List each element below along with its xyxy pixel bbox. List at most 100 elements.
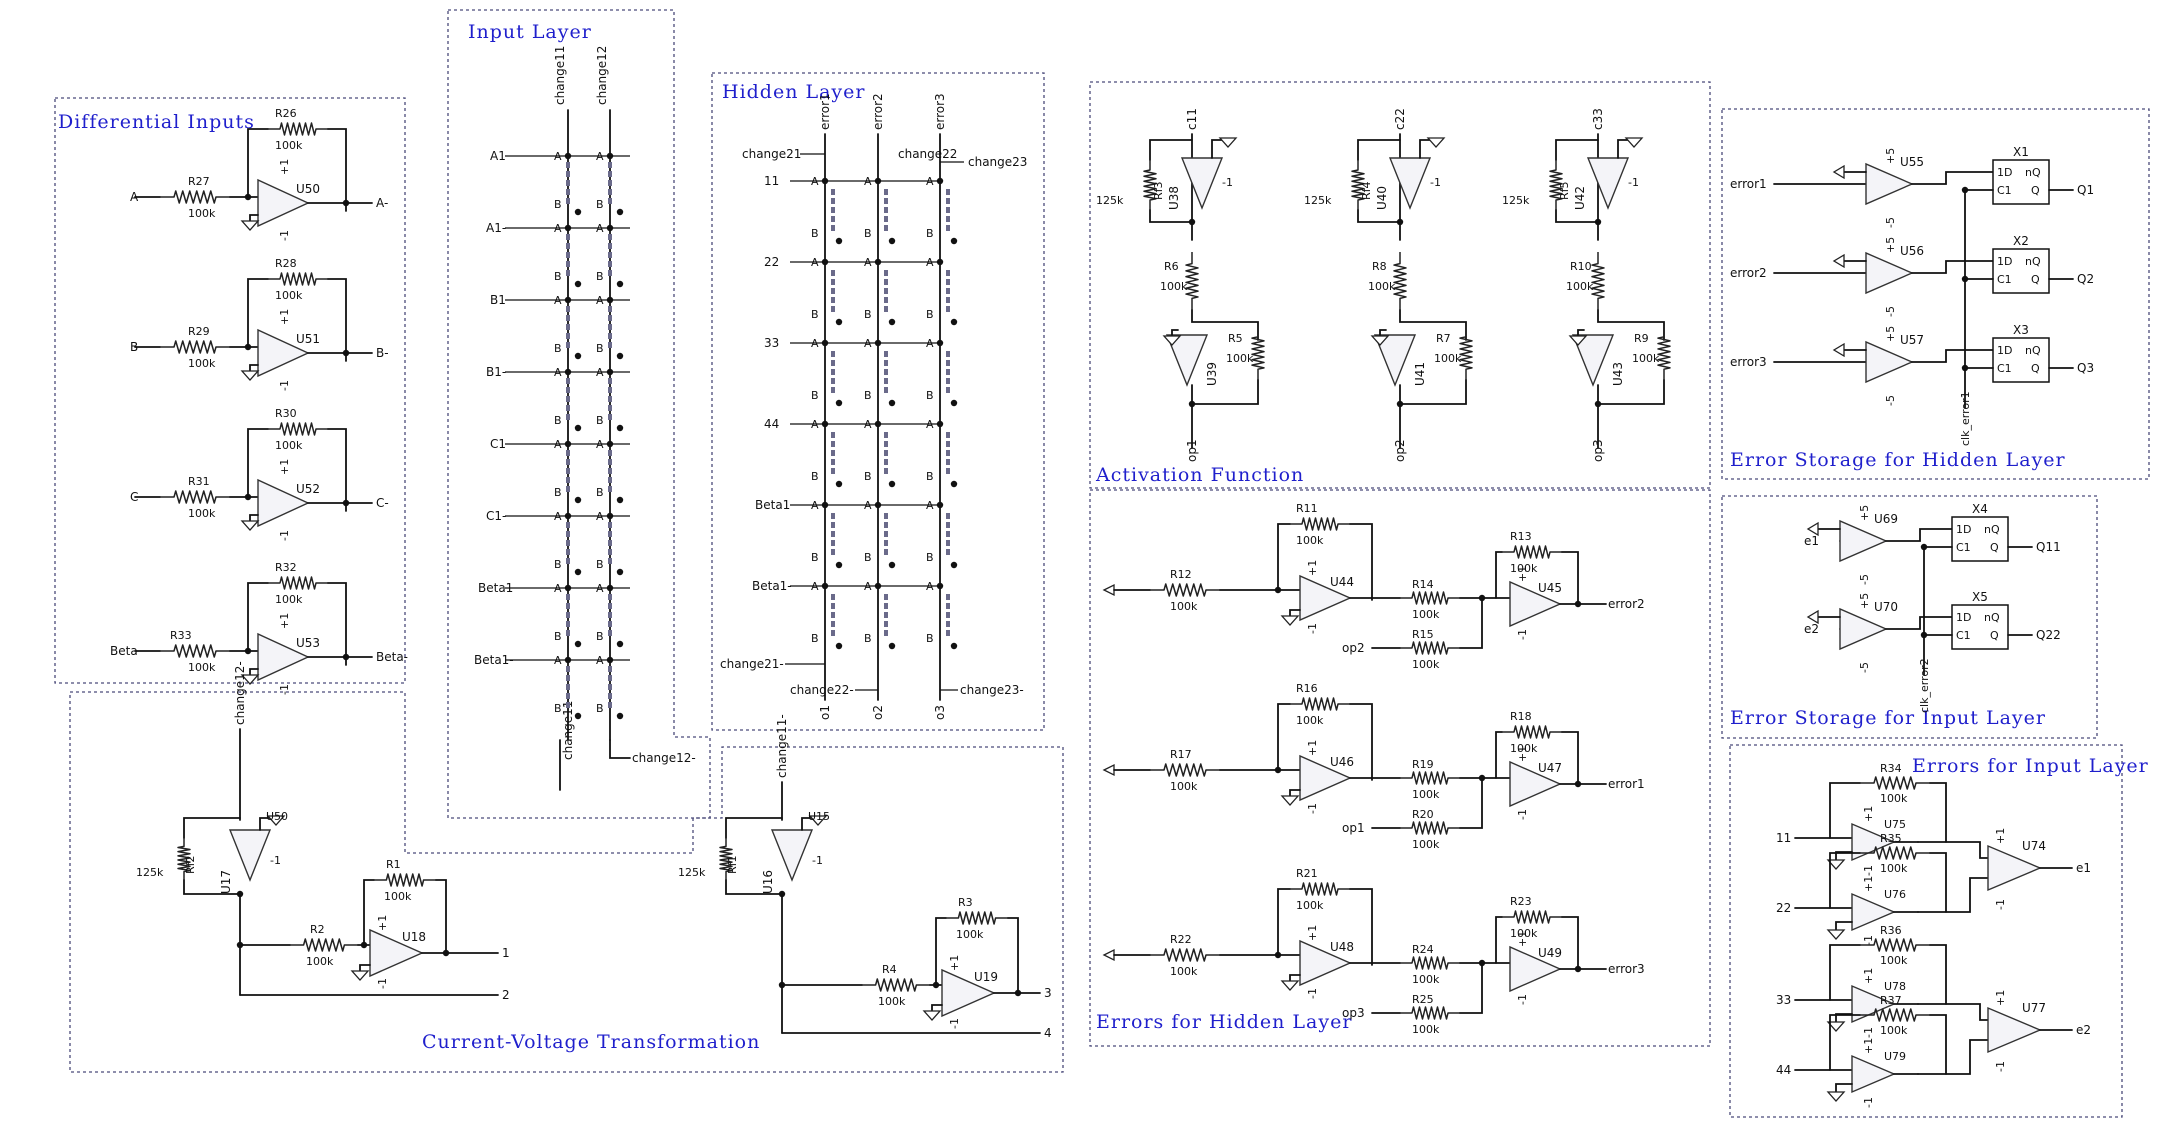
ground-icon — [240, 674, 260, 685]
ground-icon — [808, 815, 828, 826]
wire — [327, 582, 347, 666]
pin-label: Q — [2031, 362, 2040, 375]
flip-flop-label: X3 — [2013, 323, 2029, 337]
column-label: error1 — [818, 93, 832, 130]
pin-label: B — [926, 470, 934, 483]
resistor-label: Rf1 — [726, 855, 739, 874]
resistor-value: 100k — [1880, 954, 1908, 967]
resistor-label: R19 — [1412, 758, 1434, 771]
resistor-label: R36 — [1880, 924, 1902, 937]
junction — [874, 420, 882, 428]
wire — [247, 582, 269, 652]
resistor — [1351, 160, 1365, 210]
pin-label: -1 — [278, 684, 291, 695]
pin-label: B — [596, 198, 604, 211]
junction — [606, 656, 614, 664]
wire — [1911, 171, 1994, 185]
resistor-value: 100k — [1510, 742, 1538, 755]
resistor-value: 100k — [878, 995, 906, 1008]
output-label: error3 — [1608, 962, 1645, 976]
pin-label: -5 — [1884, 306, 1897, 317]
resistor-value: 100k — [1170, 780, 1198, 793]
pin-label: A — [811, 337, 819, 350]
pin-label: A — [596, 222, 604, 235]
junction — [616, 640, 624, 648]
pin-label: A — [554, 294, 562, 307]
resistor-value: 125k — [1304, 194, 1332, 207]
pin-label: B — [926, 632, 934, 645]
pin-label: A — [926, 175, 934, 188]
row-label: Beta1- — [474, 653, 514, 667]
pin-label: A — [554, 150, 562, 163]
pin-label: A — [926, 418, 934, 431]
junction — [835, 399, 843, 407]
pin-label: +5 — [1884, 326, 1897, 342]
output-label: B- — [376, 346, 389, 360]
resistor — [1185, 252, 1199, 310]
row-label: Beta1 — [755, 498, 790, 512]
box-current-voltage — [69, 691, 1064, 1073]
errors-hidden-circuit: R12100kR11100kU44+1-1R14100kop2R15100kR1… — [1102, 502, 1645, 1036]
resistor — [1290, 517, 1350, 531]
resistor-value: 100k — [956, 928, 984, 941]
title-input-layer: Input Layer — [468, 21, 592, 43]
flip-flop-icon — [1951, 604, 2009, 650]
opamp-icon — [257, 632, 310, 682]
column-label: change12- — [632, 751, 696, 765]
flip-flop-icon — [1992, 248, 2050, 294]
wire — [1835, 1013, 1853, 1023]
pin-label: -1 — [812, 854, 823, 867]
pin-label: Q — [2031, 184, 2040, 197]
resistor — [160, 340, 230, 354]
resistor-label: R29 — [188, 325, 210, 338]
junction — [606, 368, 614, 376]
opamp-icon — [1299, 939, 1352, 987]
opamp-label: U78 — [1884, 980, 1906, 993]
wire — [1835, 1083, 1853, 1093]
opamp-icon — [1851, 984, 1896, 1024]
resistor — [862, 978, 930, 992]
junction — [616, 496, 624, 504]
wire — [1277, 703, 1291, 771]
resistor-label: R18 — [1510, 710, 1532, 723]
junction — [1014, 989, 1022, 997]
pin-label: +1 — [1516, 931, 1529, 947]
opamp-label: U74 — [2022, 839, 2046, 853]
opamp-label: U47 — [1538, 761, 1562, 775]
pin-label: B — [596, 630, 604, 643]
pin-label: A — [596, 438, 604, 451]
row-label: 33 — [764, 336, 779, 350]
pin-label: A — [596, 150, 604, 163]
pin-label: B — [926, 551, 934, 564]
junction — [1574, 600, 1582, 608]
resistor-value: 100k — [1632, 352, 1660, 365]
output-label: 1 — [502, 946, 510, 960]
pin-label: C1 — [1997, 362, 2012, 375]
junction — [950, 561, 958, 569]
arrow-icon — [1102, 583, 1115, 597]
resistor-label: R22 — [1170, 933, 1192, 946]
opamp-label: U39 — [1205, 362, 1219, 386]
ground-icon — [1280, 795, 1300, 806]
junction — [1188, 218, 1196, 226]
resistor-value: 100k — [1412, 1023, 1440, 1036]
row-label: C1- — [486, 509, 506, 523]
pin-label: nQ — [2025, 344, 2041, 357]
pin-label: -1 — [1628, 176, 1639, 189]
resistor-value: 100k — [1170, 600, 1198, 613]
wire — [1289, 609, 1301, 617]
opamp-icon — [1165, 334, 1209, 387]
pin-label: +1 — [278, 159, 291, 175]
resistor-label: R16 — [1296, 682, 1318, 695]
pin-label: A — [811, 175, 819, 188]
box-input-layer — [447, 9, 711, 819]
resistor-label: R12 — [1170, 568, 1192, 581]
resistor-value: 100k — [1412, 658, 1440, 671]
output-label: o3 — [933, 705, 947, 720]
junction — [606, 584, 614, 592]
